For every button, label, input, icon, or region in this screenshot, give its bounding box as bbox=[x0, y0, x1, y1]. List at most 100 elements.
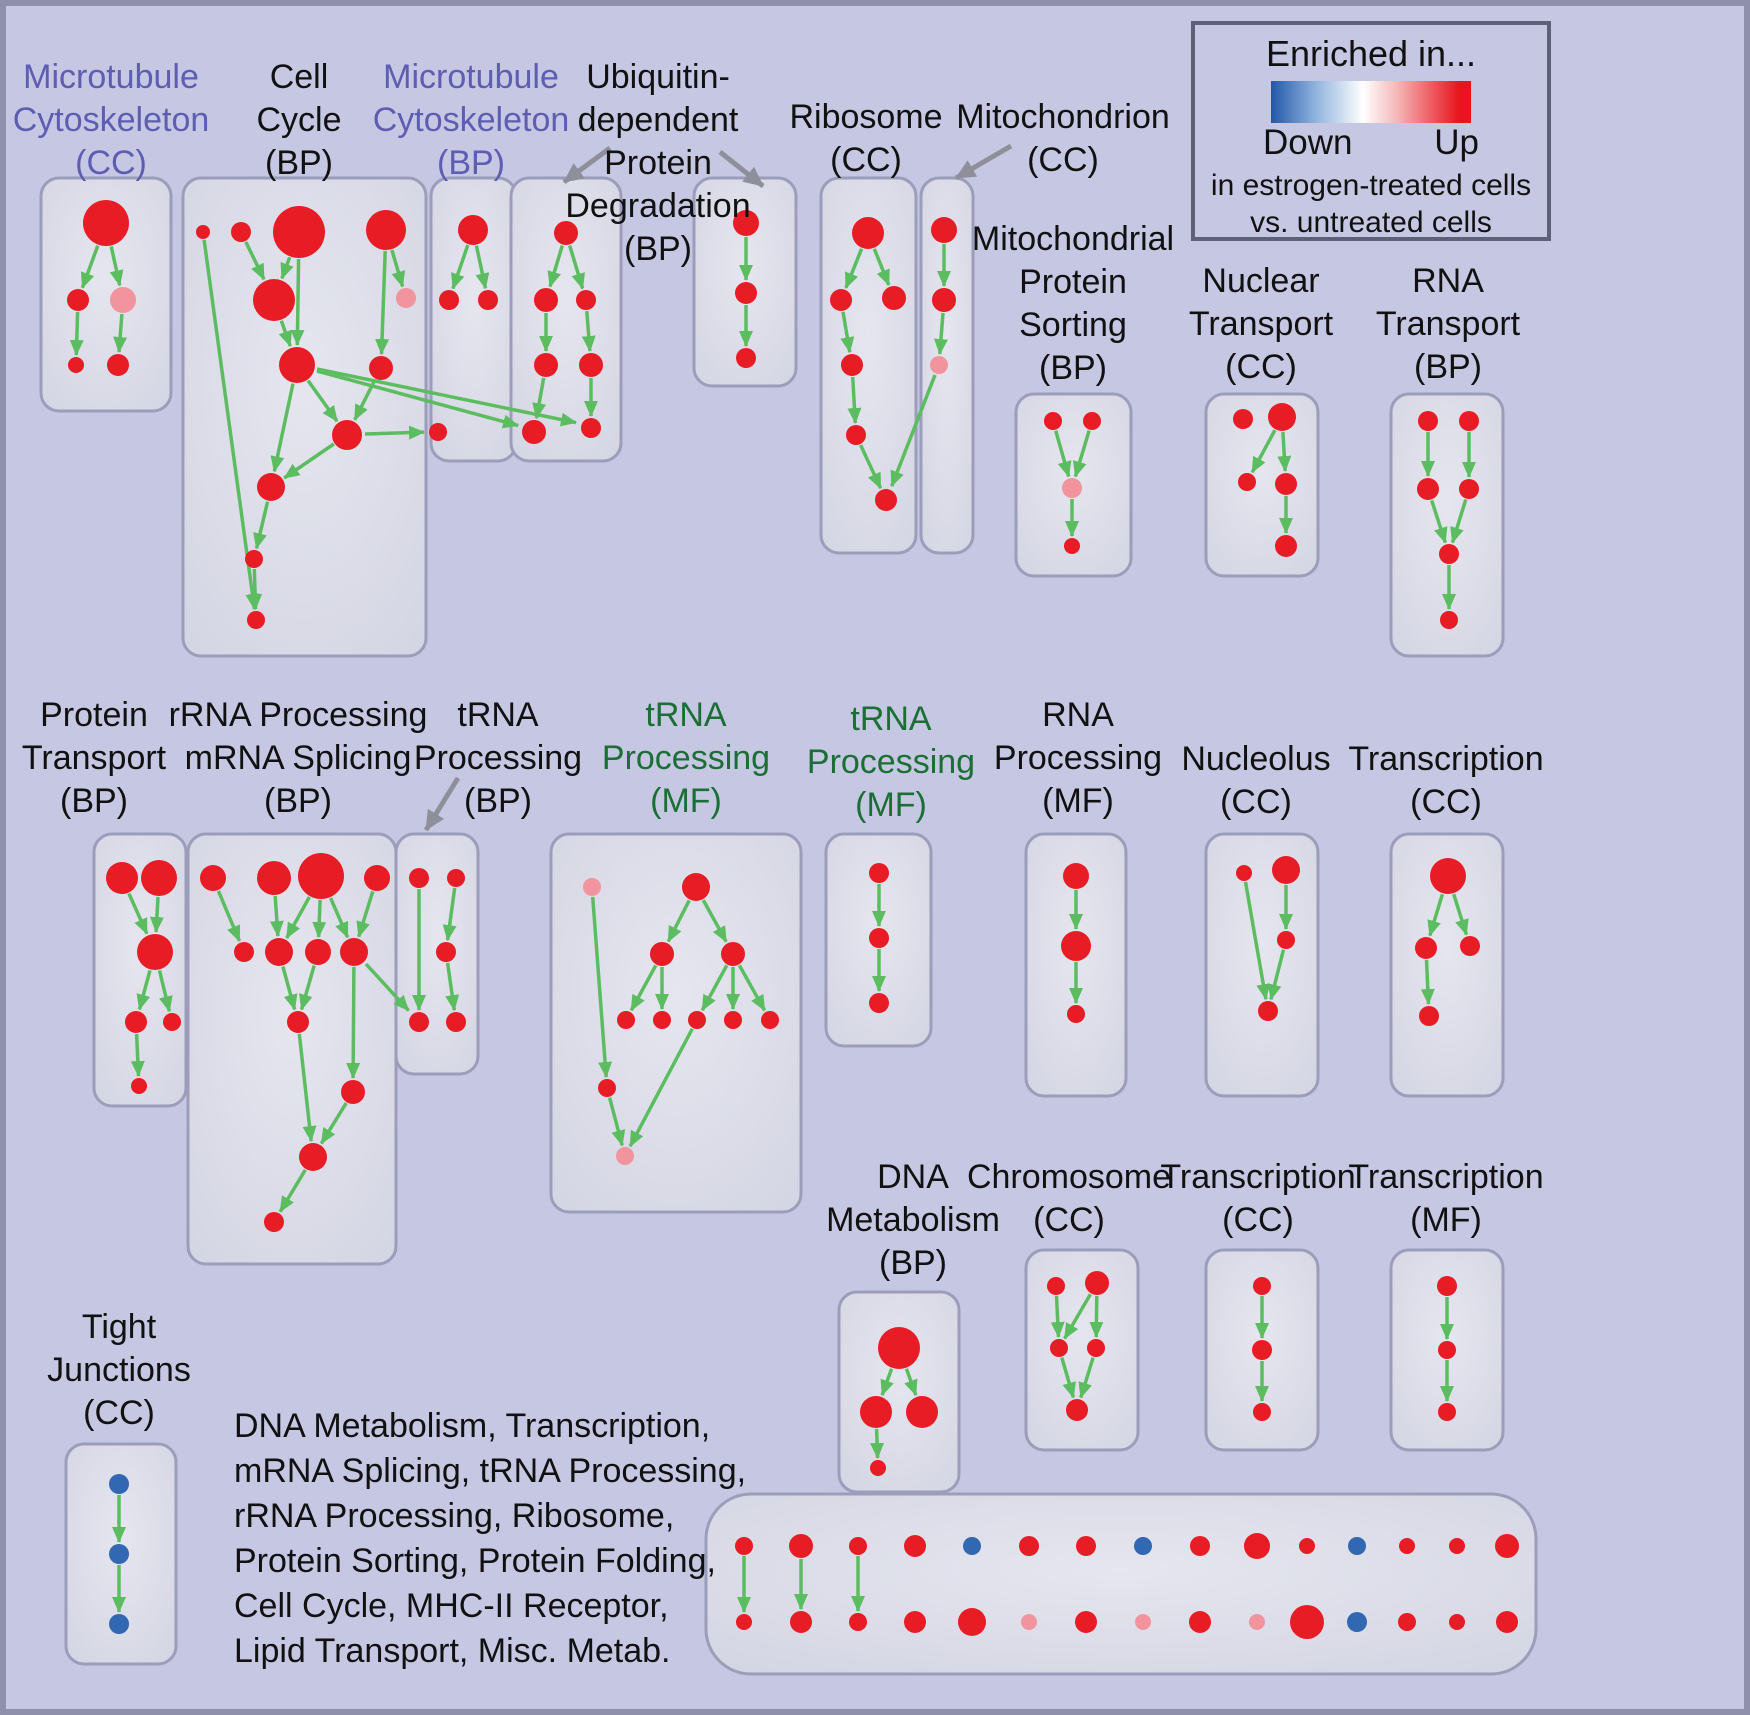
edge-arrow bbox=[149, 896, 164, 933]
gene-node-red bbox=[231, 222, 251, 242]
gene-node-red bbox=[1189, 1611, 1211, 1633]
edge-arrow bbox=[451, 244, 470, 290]
gene-node-pink bbox=[930, 356, 948, 374]
gene-node-red bbox=[1044, 412, 1062, 430]
gene-node-red bbox=[1440, 611, 1458, 629]
edge-arrow bbox=[1250, 429, 1277, 474]
edge-arrow bbox=[127, 892, 149, 935]
gene-node-red bbox=[107, 354, 129, 376]
gene-node-red bbox=[1253, 1277, 1271, 1295]
gene-node-red bbox=[458, 215, 488, 245]
gene-node-red bbox=[1398, 1613, 1416, 1631]
gene-node-red bbox=[904, 1535, 926, 1557]
gene-node-red bbox=[1495, 1534, 1519, 1558]
edge-arrow bbox=[1089, 1295, 1104, 1338]
gene-node-red bbox=[860, 1396, 892, 1428]
gene-node-red bbox=[1075, 1611, 1097, 1633]
gene-node-blue bbox=[109, 1474, 129, 1494]
gene-node-red bbox=[257, 861, 291, 895]
edge-arrow bbox=[1063, 1293, 1092, 1340]
gene-node-red bbox=[1437, 1276, 1457, 1296]
gene-node-red bbox=[736, 348, 756, 368]
gene-node-red bbox=[931, 217, 957, 243]
edge-arrow bbox=[590, 896, 613, 1078]
edge-arrow bbox=[113, 313, 128, 353]
edge-arrow bbox=[346, 966, 361, 1079]
gene-node-red bbox=[1459, 411, 1479, 431]
gene-node-blue bbox=[109, 1544, 129, 1564]
legend-subtitle-line2: vs. untreated cells bbox=[1250, 206, 1492, 239]
edge-arrow bbox=[844, 248, 864, 289]
gene-node-red bbox=[1430, 858, 1466, 894]
gene-node-red bbox=[436, 942, 456, 962]
gene-node-red bbox=[1449, 1538, 1465, 1554]
gene-node-red bbox=[1061, 931, 1091, 961]
edge-arrow bbox=[109, 246, 124, 287]
edge-arrow bbox=[390, 249, 406, 288]
edge-arrow bbox=[285, 896, 311, 939]
gene-node-red bbox=[534, 288, 558, 312]
gene-node-red bbox=[299, 1143, 327, 1171]
gene-node-red bbox=[598, 1079, 616, 1097]
group-box-nuclear-transport-cc bbox=[1204, 392, 1320, 578]
gene-node-red bbox=[429, 423, 447, 441]
gene-node-red bbox=[1439, 544, 1459, 564]
gene-node-red bbox=[735, 1537, 753, 1555]
group-label-transcription-cc-1: Transcription(CC) bbox=[1348, 740, 1544, 821]
edge-arrow bbox=[157, 970, 173, 1013]
network-svg bbox=[39, 143, 1538, 1676]
edge-arrow bbox=[701, 899, 728, 943]
gene-node-pink bbox=[110, 287, 136, 313]
gene-node-red bbox=[245, 550, 263, 568]
legend-scale-labels: Down Up bbox=[1263, 123, 1479, 163]
gene-node-red bbox=[200, 865, 226, 891]
edge-arrow bbox=[581, 310, 596, 352]
gene-node-pink bbox=[396, 288, 416, 308]
edge-arrow bbox=[130, 1033, 145, 1077]
gene-node-red bbox=[721, 942, 745, 966]
edge-arrow bbox=[628, 1027, 694, 1148]
edge-arrow bbox=[1072, 430, 1091, 478]
edge-arrow bbox=[1054, 430, 1072, 478]
footnote-text: DNA Metabolism, Transcription,mRNA Splic… bbox=[234, 1407, 747, 1670]
edge-arrow bbox=[870, 1428, 885, 1459]
group-label-ribosome-cc: Ribosome(CC) bbox=[789, 98, 943, 179]
group-label-transcription-mf: Transcription(MF) bbox=[1348, 1158, 1544, 1239]
gene-node-red bbox=[196, 225, 210, 239]
gene-node-red bbox=[869, 993, 889, 1013]
legend-subtitle-line1: in estrogen-treated cells bbox=[1210, 169, 1532, 202]
edge-arrow bbox=[328, 897, 350, 939]
annotation-arrow bbox=[562, 145, 612, 185]
gene-node-red bbox=[364, 865, 390, 891]
gene-node-red bbox=[1438, 1403, 1456, 1421]
edge-arrow bbox=[1452, 893, 1469, 936]
gene-node-pink bbox=[1062, 478, 1082, 498]
gene-node-red bbox=[1460, 936, 1480, 956]
gene-node-red bbox=[1418, 411, 1438, 431]
legend-gradient-bar bbox=[1271, 81, 1471, 123]
gene-node-red bbox=[1190, 1536, 1210, 1556]
gene-node-blue bbox=[109, 1614, 129, 1634]
gene-node-red bbox=[409, 1012, 429, 1032]
gene-node-red bbox=[1050, 1339, 1068, 1357]
gene-node-red bbox=[106, 862, 138, 894]
annotation-arrow bbox=[718, 150, 765, 188]
gene-node-red bbox=[1290, 1605, 1324, 1639]
annotation-arrow bbox=[423, 776, 461, 832]
gene-node-red bbox=[234, 942, 254, 962]
gene-node-red bbox=[579, 353, 603, 377]
edge-arrow bbox=[474, 245, 490, 290]
edge-arrow bbox=[253, 501, 270, 550]
group-box-transcription-cc-1 bbox=[1389, 832, 1505, 1098]
gene-node-red bbox=[1083, 412, 1101, 430]
group-box-dna-metabolism-bp bbox=[837, 1290, 961, 1494]
gene-node-red bbox=[736, 1614, 752, 1630]
gene-node-red bbox=[846, 425, 866, 445]
gene-node-red bbox=[332, 420, 362, 450]
